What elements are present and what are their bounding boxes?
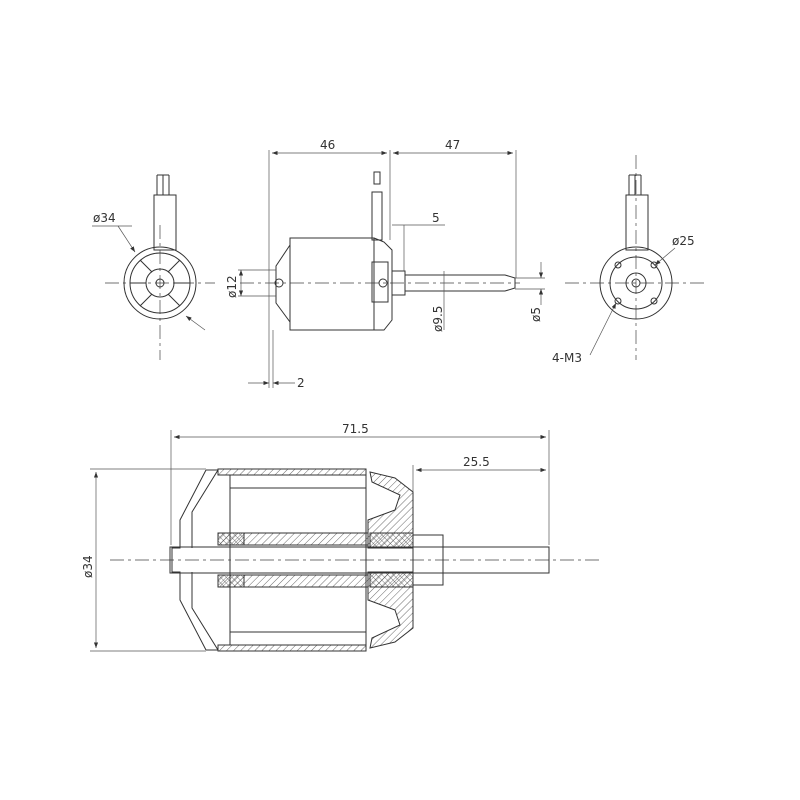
bell-offset-label: 5 [432,211,440,225]
section-diameter-label: ø34 [81,555,95,578]
overall-length-label: 71.5 [342,422,369,436]
mount-holes-label: 4-M3 [552,351,582,365]
mount-thickness-label: 2 [297,376,305,390]
rear-view: ø25 4-M3 [552,155,705,365]
body-length-label: 46 [320,138,335,152]
bolt-circle-label: ø25 [672,234,695,248]
side-view: 46 47 5 2 ø12 ø9.5 ø5 [225,138,545,390]
front-length-label: 25.5 [463,455,490,469]
mount-diameter-label: ø12 [225,275,239,298]
front-diameter-label: ø34 [93,211,116,225]
front-view: ø34 [92,174,215,360]
shaft-diameter-label: ø5 [529,307,543,322]
bearing-diameter-label: ø9.5 [431,306,445,332]
section-view: 71.5 25.5 ø34 [81,422,600,652]
shaft-length-label: 47 [445,138,460,152]
